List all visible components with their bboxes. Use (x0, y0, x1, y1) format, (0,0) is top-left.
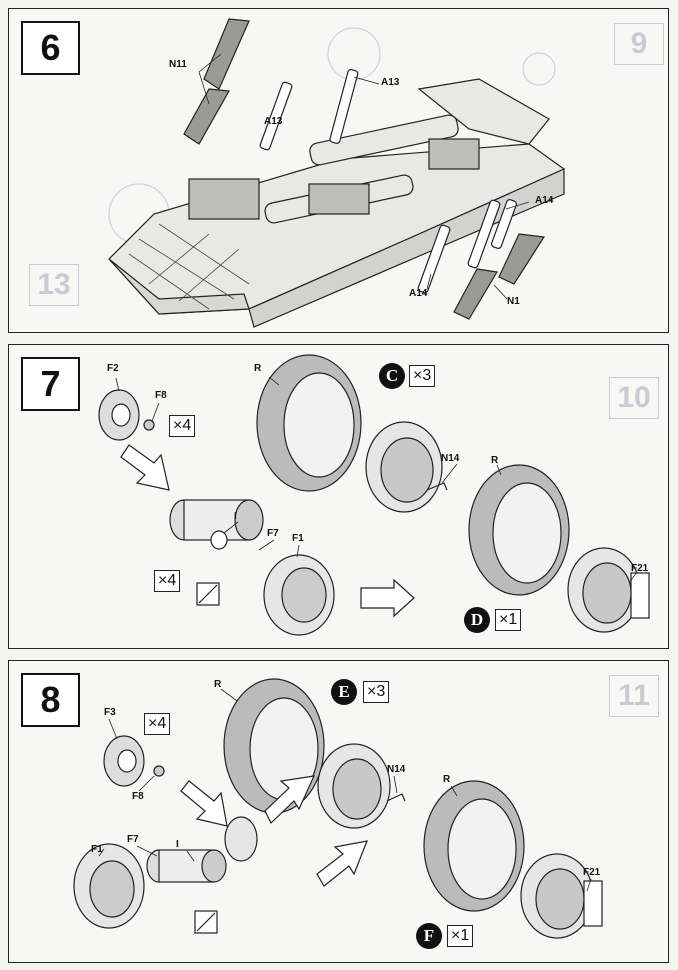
part-label-f1: F1 (91, 844, 103, 855)
quantity-multiplier: ×1 (495, 609, 522, 631)
part-label-n11: N11 (169, 59, 187, 70)
ghost-step-number: 11 (609, 675, 659, 717)
quantity-multiplier: ×1 (447, 925, 474, 947)
part-label-a14: A14 (409, 288, 428, 299)
part-label-f21: F21 (583, 867, 601, 878)
quantity-multiplier: ×4 (144, 713, 171, 735)
part-label-a13: A13 (381, 77, 400, 88)
subassembly-badge-c: C (379, 363, 405, 389)
part-label-n1: N1 (507, 296, 520, 307)
part-label-r: R (214, 679, 222, 690)
chassis-exploded-drawing (108, 18, 566, 328)
part-label-f8: F8 (132, 791, 144, 802)
part-label-r: R (254, 363, 262, 374)
part-label-r: R (443, 774, 451, 785)
part-label-a13: A13 (264, 116, 283, 127)
part-label-f2: F2 (107, 363, 119, 374)
step-number: 6 (21, 21, 80, 75)
part-label-r: R (491, 455, 499, 466)
part-label-i: I (176, 839, 179, 850)
ghost-step-number: 9 (614, 23, 664, 65)
step-number: 7 (21, 357, 80, 411)
quantity-multiplier: ×3 (363, 681, 390, 703)
quantity-multiplier: ×3 (409, 365, 436, 387)
part-label-n14: N14 (387, 764, 406, 775)
part-label-f7: F7 (127, 834, 139, 845)
step-6-panel: 6 9 13 (8, 8, 669, 333)
step-number: 8 (21, 673, 80, 727)
part-label-f21: F21 (631, 563, 649, 574)
quantity-multiplier: ×4 (169, 415, 196, 437)
part-label-f3: F3 (104, 707, 116, 718)
wheel-assembly-drawing (98, 354, 650, 636)
subassembly-badge-f: F (416, 923, 442, 949)
part-label-a14: A14 (535, 195, 554, 206)
ghost-step-number: 10 (609, 377, 659, 419)
part-label-f1: F1 (292, 533, 304, 544)
step-8-panel: 8 11 (8, 660, 669, 963)
part-label-n14: N14 (441, 453, 460, 464)
part-label-i: I (234, 511, 237, 522)
subassembly-badge-d: D (464, 607, 490, 633)
ghost-step-number: 13 (29, 264, 79, 306)
step-7-panel: 7 10 (8, 344, 669, 649)
wheel-assembly-drawing (73, 678, 603, 939)
subassembly-badge-e: E (331, 679, 357, 705)
quantity-multiplier: ×4 (154, 570, 181, 592)
part-label-f7: F7 (267, 528, 279, 539)
part-label-f8: F8 (155, 390, 167, 401)
